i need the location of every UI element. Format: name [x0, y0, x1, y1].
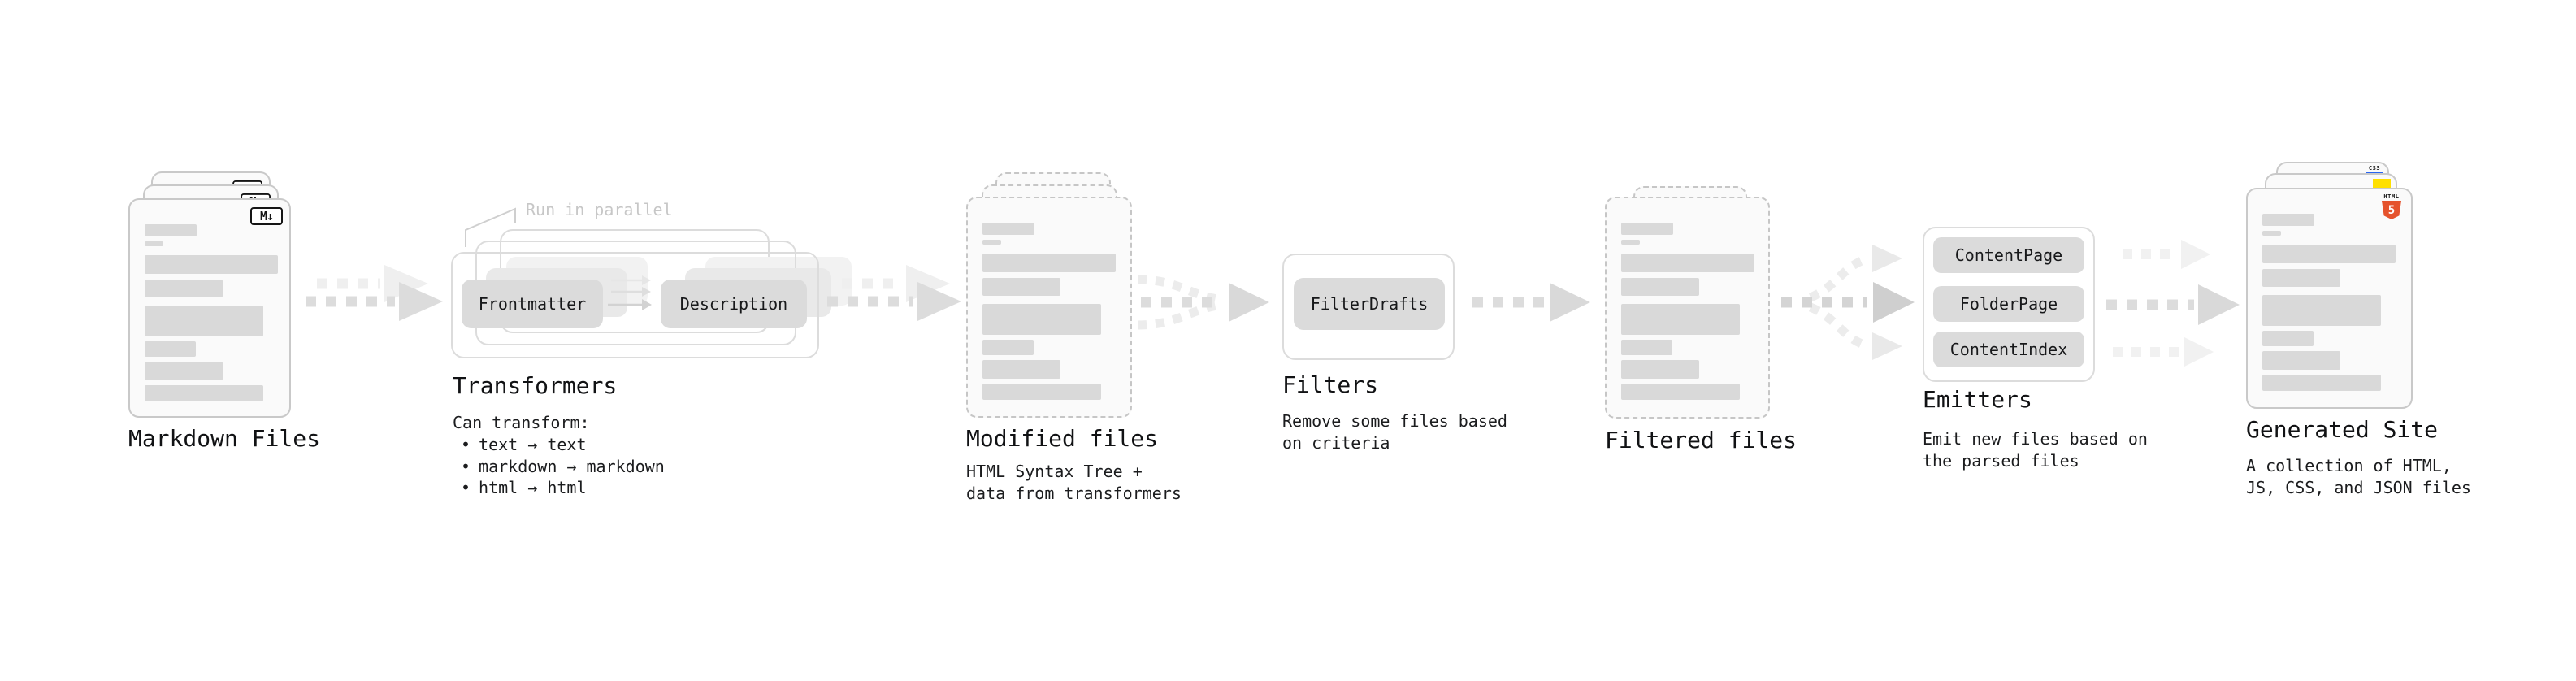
subtitle-line: the parsed files	[1923, 450, 2079, 471]
list-item: • text → text	[453, 434, 665, 456]
document-placeholder-lines	[1607, 198, 1768, 417]
generated-site-subtitle: A collection of HTML, JS, CSS, and JSON …	[2246, 455, 2471, 498]
list-item-label: html → html	[479, 478, 587, 497]
bullet-icon: •	[461, 456, 471, 476]
emitters-box	[1923, 227, 2095, 382]
css-label: CSS	[2368, 165, 2381, 171]
markdown-file-card-front: M↓	[128, 198, 291, 418]
list-item: • html → html	[453, 477, 665, 499]
js-icon	[2373, 179, 2391, 189]
filters-subtitle: Remove some files based on criteria	[1282, 410, 1507, 453]
emitter-pill-folderpage: FolderPage	[1933, 286, 2084, 322]
subtitle-line: HTML Syntax Tree +	[966, 462, 1143, 481]
subtitle-line: JS, CSS, and JSON files	[2246, 477, 2471, 497]
transformers-description-heading: Can transform:	[453, 413, 590, 432]
stage-title-emitters: Emitters	[1923, 386, 2032, 413]
list-item-label: markdown → markdown	[479, 456, 665, 476]
stage-title-filters: Filters	[1282, 371, 1379, 398]
stage-title-modified-files: Modified files	[966, 425, 1159, 452]
filtered-file-card-front	[1605, 197, 1770, 419]
html5-icon: HTML 5	[2381, 194, 2402, 219]
run-in-parallel-annotation: Run in parallel	[526, 200, 673, 219]
filters-box	[1282, 254, 1455, 360]
html5-wordmark: HTML	[2383, 193, 2400, 200]
subtitle-line: Emit new files based on	[1923, 429, 2148, 449]
subtitle-line: data from transformers	[966, 483, 1182, 503]
modified-file-card-front	[966, 197, 1132, 418]
generated-file-card-front: HTML 5	[2246, 188, 2413, 409]
bullet-icon: •	[461, 435, 471, 454]
stage-title-filtered-files: Filtered files	[1605, 427, 1798, 453]
document-placeholder-lines	[2248, 189, 2411, 407]
subtitle-line: on criteria	[1282, 432, 1390, 453]
markdown-icon: M↓	[250, 207, 283, 225]
stage-title-markdown-files: Markdown Files	[128, 425, 321, 452]
transformer-box-front	[451, 252, 819, 358]
list-item: • markdown → markdown	[453, 456, 665, 478]
document-placeholder-lines	[130, 200, 289, 416]
transformer-pill-description: Description	[661, 280, 807, 328]
transformer-pill-frontmatter: Frontmatter	[462, 280, 603, 328]
list-item-label: text → text	[479, 435, 587, 454]
subtitle-line: A collection of HTML,	[2246, 456, 2452, 475]
emitter-pill-contentindex: ContentIndex	[1933, 332, 2084, 367]
document-placeholder-lines	[968, 198, 1130, 416]
subtitle-line: Remove some files based	[1282, 411, 1507, 431]
filter-pill-filterdrafts: FilterDrafts	[1294, 278, 1445, 330]
emitters-subtitle: Emit new files based on the parsed files	[1923, 428, 2148, 471]
bullet-icon: •	[461, 478, 471, 497]
html5-number: 5	[2387, 203, 2396, 217]
stage-title-generated-site: Generated Site	[2246, 416, 2439, 443]
modified-files-subtitle: HTML Syntax Tree + data from transformer…	[966, 461, 1182, 504]
emitter-pill-contentpage: ContentPage	[1933, 237, 2084, 273]
stage-title-transformers: Transformers	[453, 372, 618, 399]
transformers-capability-list: • text → text • markdown → markdown • html …	[453, 434, 665, 499]
